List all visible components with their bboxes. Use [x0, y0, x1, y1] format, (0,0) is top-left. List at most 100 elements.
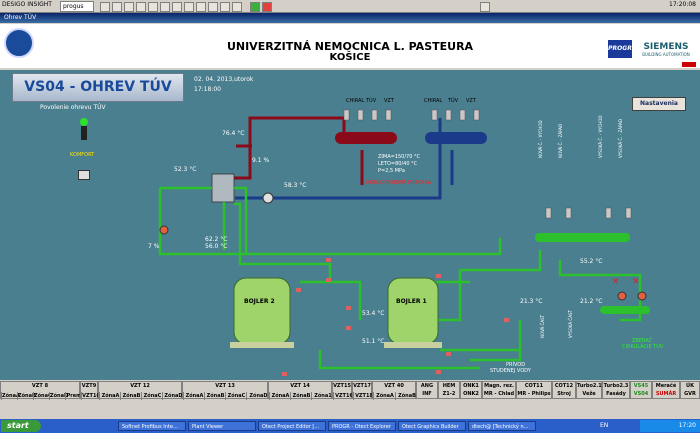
nav-item[interactable]: Prem [65, 392, 82, 400]
lock-icon[interactable] [232, 2, 242, 12]
back-icon[interactable] [100, 2, 110, 12]
nav-item[interactable]: ZónaC [141, 392, 163, 400]
temp-branch-header: 55.2 °C [580, 258, 603, 265]
nav-item[interactable]: VZT18 [353, 392, 374, 400]
nav-item[interactable]: ZónaD [49, 392, 69, 400]
boiler-2[interactable] [233, 277, 291, 345]
pump-speed: 7 % [148, 243, 160, 250]
print-icon[interactable] [112, 2, 122, 12]
boiler-1-base [384, 342, 442, 348]
stop-icon[interactable] [262, 2, 272, 12]
nav-item[interactable]: VZT16 [333, 392, 354, 400]
circulation-collector [600, 306, 650, 314]
branch-label-2: NOVÁ Č. - ZÁPAD [558, 123, 563, 158]
nav-single-bottom: VS04 [633, 391, 649, 397]
app-name: DESIGO INSIGHT [2, 1, 52, 8]
user-field[interactable]: progus [60, 1, 94, 12]
nav-group-title: VZT 40 [384, 383, 404, 389]
settings-button[interactable]: Nastavenia [632, 97, 686, 111]
permit-label: Povolenie ohrevu TÚV [40, 104, 106, 111]
help-icon[interactable] [184, 2, 194, 12]
nav-item[interactable]: ZónaB [395, 392, 418, 400]
bottom-navigation: VZT 8 ZónaA ZónaB ZónaC ZónaD Prem VZT9 … [0, 381, 700, 419]
process-diagram: ✕ ✕ [158, 109, 650, 376]
boiler-2-base [230, 342, 294, 348]
nav-item[interactable]: ZónaA [269, 392, 291, 400]
back-arrow-icon[interactable] [480, 2, 490, 12]
nav-group-vzt13: VZT 13 ZónaA ZónaB ZónaC ZónaD [182, 381, 270, 400]
nav-single-top: COT11 [524, 383, 544, 389]
nav-item[interactable]: ZónaA [1, 392, 20, 400]
nav-item[interactable]: ZónaA [99, 392, 121, 400]
tools-icon[interactable] [172, 2, 182, 12]
nav-group-vzt17[interactable]: VZT17 VZT18 [352, 381, 374, 400]
nav-single[interactable]: COT11 MR - Philips [516, 381, 552, 399]
search-icon[interactable] [208, 2, 218, 12]
settings-icon[interactable] [196, 2, 206, 12]
ok-icon[interactable] [250, 2, 260, 12]
circulation-pump-1[interactable] [617, 291, 627, 301]
language-indicator[interactable]: EN [600, 422, 609, 429]
task-item[interactable]: Otect Project Editor [... [258, 421, 326, 431]
nav-single-top: COT12 [554, 383, 574, 389]
temp-secondary-supply: 52.3 °C [174, 166, 197, 173]
task-item[interactable]: Plant Viewer [188, 421, 256, 431]
nav-item[interactable]: ZónaC [225, 392, 247, 400]
alarm-icon[interactable] [136, 2, 146, 12]
mode-button[interactable] [78, 170, 90, 180]
temp-primary-return: 58.3 °C [284, 182, 307, 189]
mode-label: KOMFORT [70, 152, 95, 158]
user-icon[interactable] [220, 2, 230, 12]
branch-label-3: VYSOKÁ Č. - VYCHOD [598, 115, 603, 158]
boiler-1[interactable] [387, 277, 439, 345]
nav-single-bottom: ONK2 [463, 391, 479, 397]
task-item[interactable]: PROGR - Otect Explorer [328, 421, 396, 431]
task-item[interactable]: Softnet Profibus Inte... [118, 421, 186, 431]
task-item[interactable]: Otect Graphics Builder [398, 421, 466, 431]
nav-item[interactable]: ZónaA [373, 392, 396, 400]
trend-icon[interactable] [148, 2, 158, 12]
start-button[interactable]: start [1, 420, 41, 432]
task-item[interactable]: dtech@ [Technický n... [468, 421, 536, 431]
primary-pump[interactable] [262, 192, 274, 204]
nav-single-bottom: SUMÁR [655, 391, 677, 397]
nav-item[interactable]: Zóna1 [311, 392, 334, 400]
permit-switch[interactable] [81, 126, 87, 140]
nav-group-title: VZT9 [81, 383, 97, 389]
header-valves [343, 109, 480, 121]
nav-single-bottom: MR - Philips [517, 391, 551, 397]
heat-exchanger[interactable] [211, 173, 235, 203]
nav-item[interactable]: VZT10 [81, 392, 100, 400]
primary-summer: LETO=80/40 °C [378, 161, 418, 167]
nav-item[interactable]: ZónaD [246, 392, 270, 400]
nav-single[interactable]: Magn. rez.MR - Chlad [482, 381, 516, 399]
nav-item[interactable]: ZónaB [290, 392, 312, 400]
graph-icon[interactable] [160, 2, 170, 12]
nav-group-vzt15[interactable]: VZT15 VZT16 [332, 381, 354, 400]
nav-item[interactable]: ZónaB [120, 392, 142, 400]
exit-button[interactable] [682, 62, 696, 67]
progr-logo: PROGR [608, 40, 632, 58]
nav-group-vzt8: VZT 8 ZónaA ZónaB ZónaC ZónaD Prem [0, 381, 82, 400]
nav-group-vzt9[interactable]: VZT9 VZT10 [80, 381, 100, 400]
nav-item[interactable]: ZónaB [204, 392, 226, 400]
siemens-subtitle: BUILDING AUTOMATION [642, 52, 690, 57]
circulation-pump-2[interactable] [637, 291, 647, 301]
nav-item[interactable]: ZónaC [33, 392, 52, 400]
charging-pump[interactable] [159, 225, 169, 235]
nav-item[interactable]: ZónaB [17, 392, 36, 400]
folder-icon[interactable] [124, 2, 134, 12]
nav-item[interactable]: ZónaA [183, 392, 205, 400]
nav-item[interactable]: ZónaD [162, 392, 184, 400]
nav-group-vzt12: VZT 12 ZónaA ZónaB ZónaC ZónaD [98, 381, 184, 400]
system-tray-clock: 17:20 [640, 420, 700, 432]
